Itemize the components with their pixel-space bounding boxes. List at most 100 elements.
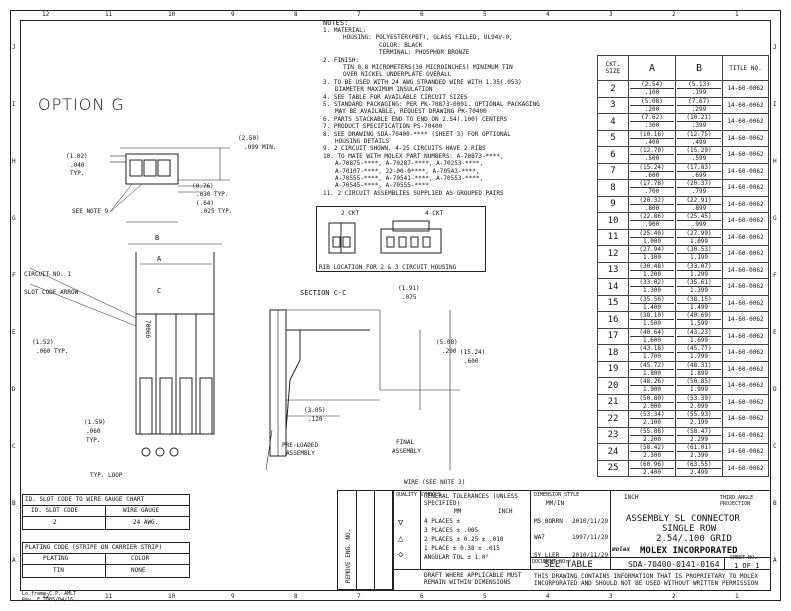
dim-a: (38.10)1.500	[628, 311, 676, 329]
checked-date: 1997/11/29	[572, 534, 609, 541]
column-marker-bottom: 10	[168, 593, 176, 600]
tolerance-row: 4 PLACES ±	[424, 518, 461, 525]
dim-a: (5.08).200	[628, 96, 676, 114]
dim-040: .040	[70, 162, 85, 169]
drawn-by: MS BORRN	[534, 518, 563, 525]
dim-a-mm: (48.26)	[630, 378, 674, 387]
quality-sym-3: ◇	[398, 550, 404, 560]
dim-a-in: 2.400	[642, 468, 662, 476]
dim-a-in: 2.300	[642, 452, 662, 460]
column-marker-top: 8	[294, 11, 298, 18]
mm-inch: MM/IN	[546, 500, 565, 507]
ckt-size: 6	[597, 146, 629, 164]
row-marker-left: I	[12, 101, 16, 108]
dim-a-mm: (12.70)	[630, 147, 674, 156]
dim-b-mm: (58.47)	[677, 428, 721, 436]
dim-a-mm: (43.18)	[630, 345, 674, 354]
note-line: 9. 2 CIRCUIT SHOWN. 4-25 CIRCUITS HAVE 2…	[323, 145, 486, 153]
column-marker-bottom: 12	[42, 593, 50, 600]
row-marker-right: E	[773, 329, 777, 336]
title-no: 14-60-0062	[722, 311, 769, 329]
approved-by: SY LLER	[534, 552, 560, 559]
row-marker-left: B	[12, 500, 16, 507]
dim-a: (25.40)1.000	[628, 228, 676, 246]
revision-block: REMOVE ENG. NO.	[337, 490, 393, 590]
dim-b-in: .799	[691, 188, 707, 196]
dim-a-in: .200	[644, 105, 660, 113]
ckt-size: 2	[597, 80, 629, 98]
dim-305: (3.05)	[304, 407, 326, 414]
dim-b: (25.45).999	[675, 212, 723, 230]
dim-a: (12.70).500	[628, 146, 676, 164]
slot-v1: 2	[53, 519, 57, 526]
ckt-size: 16	[597, 311, 629, 329]
note-line: OVER NICKEL UNDERPLATE OVERALL	[343, 71, 452, 79]
company-name: MOLEX INCORPORATED	[640, 546, 738, 556]
column-marker-bottom: 6	[420, 593, 424, 600]
title-no: 14-60-0062	[722, 360, 769, 378]
dim-a: (45.72)1.800	[628, 360, 676, 378]
rib-location-box: 2 CKT 4 CKT RIB LOCATION FOR 2 & 3 CIRCU…	[316, 206, 486, 272]
dim-a-in: .800	[644, 204, 660, 212]
note-line: 10. TO MATE WITH MOLEX PART NUMBERS: A-7…	[323, 152, 504, 160]
ckt-size: 25	[597, 459, 629, 477]
dim-b: (35.61)1.399	[675, 278, 723, 296]
dim-b: (50.85)1.999	[675, 377, 723, 395]
dim-030: .030 TYP.	[196, 191, 229, 198]
ckt-size: 13	[597, 261, 629, 279]
dim-a-mm: (2.54)	[630, 81, 674, 90]
column-marker-top: 2	[672, 11, 676, 18]
dim-159: (1.59)	[84, 419, 106, 426]
dim-b-in: .899	[691, 204, 707, 212]
dim-b-mm: (43.23)	[677, 329, 721, 337]
dim-b: (45.77)1.799	[675, 344, 723, 362]
drawing-frame	[10, 10, 781, 601]
dim-a-in: 1.900	[642, 386, 662, 394]
dim-a-mm: (30.48)	[630, 263, 674, 271]
quality-sym-1: ▽	[398, 518, 404, 528]
dim-b-in: 2.299	[689, 435, 709, 443]
row-marker-right: G	[773, 215, 777, 222]
circuit-no-1: CIRCUIT NO. 1	[24, 271, 71, 278]
dim-075: .075	[402, 294, 417, 301]
dim-a-in: 1.800	[642, 369, 662, 377]
desc-3: 2.54/.100 GRID	[656, 534, 732, 544]
dim-060-typ: .060 TYP.	[36, 348, 69, 355]
column-marker-bottom: 9	[231, 593, 235, 600]
dim-a: (50.80)2.000	[628, 393, 676, 411]
ckt-size: 18	[597, 344, 629, 362]
note-line: 7. PRODUCT SPECIFICATION PS-70400	[323, 123, 443, 131]
projection: THIRD ANGLE PROJECTION	[720, 495, 754, 507]
title-no: 14-60-0062	[722, 162, 769, 180]
slot-h1: ID. SLOT CODE	[31, 507, 78, 514]
dim-a: (53.34)2.100	[628, 410, 676, 428]
dim-a-in: 2.200	[642, 435, 662, 443]
dim-b-mm: (40.69)	[677, 312, 721, 321]
dim-a-in: 1.100	[642, 254, 662, 262]
note-line: A-70107-****, 22-00-0****, A-70543-****,	[335, 167, 480, 175]
dim-a: (22.86).900	[628, 212, 676, 230]
column-marker-top: 10	[168, 11, 176, 18]
ckt-size: 5	[597, 129, 629, 147]
section-view	[265, 309, 460, 470]
hdr-ckt-size: CKT. SIZE	[597, 55, 629, 81]
dim-b-mm: (63.55)	[677, 461, 721, 469]
quality-sym-2: △	[398, 534, 404, 544]
dim-a: (7.62).300	[628, 113, 676, 131]
dim-b: (7.67).299	[675, 96, 723, 114]
column-marker-top: 4	[546, 11, 550, 18]
doc-label: DOCUMENT NO.	[532, 559, 569, 565]
ckt-size: 11	[597, 228, 629, 246]
row-marker-right: C	[773, 443, 777, 450]
dim-191: (1.91)	[398, 285, 420, 292]
wire-note: WIRE (SEE NOTE 3)	[404, 479, 466, 486]
option-title: OPTION G	[38, 95, 125, 114]
rev-label: Rev. F 2005/04/16	[22, 597, 74, 603]
dim-b: (30.53)1.199	[675, 245, 723, 263]
